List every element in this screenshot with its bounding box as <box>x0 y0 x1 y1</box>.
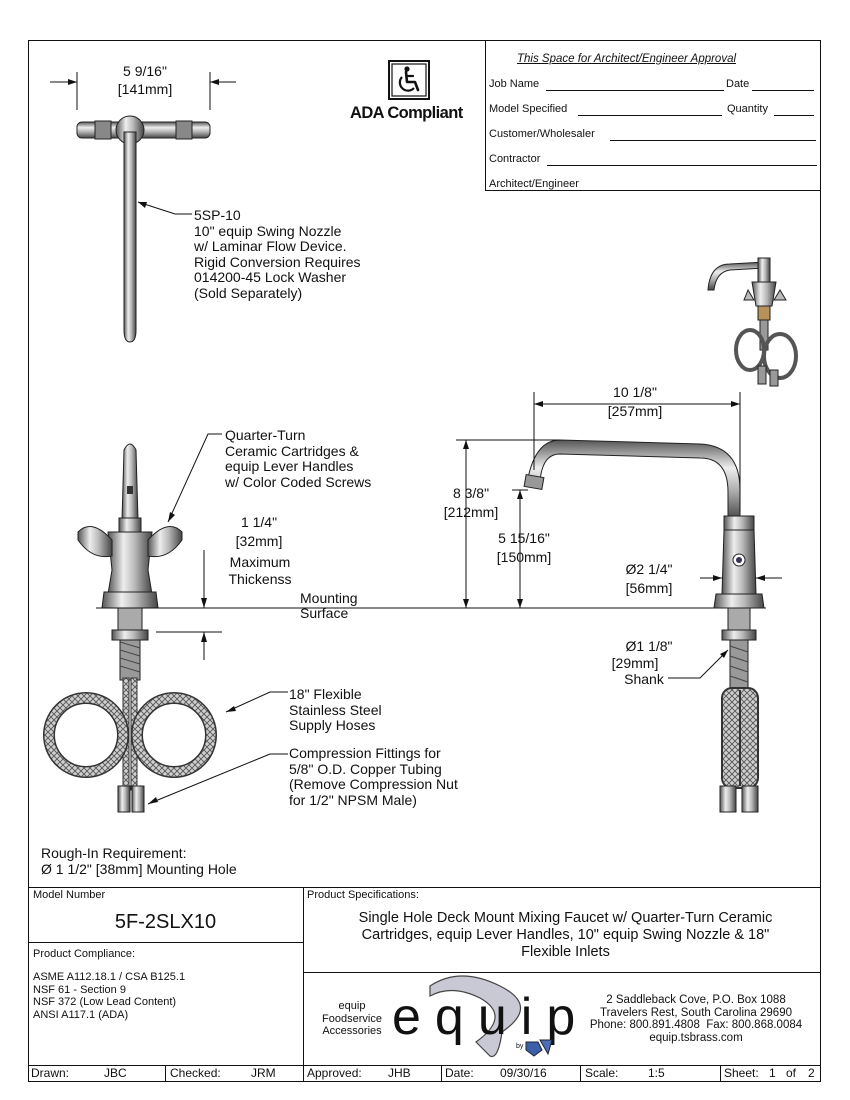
title-divider-brand <box>303 972 821 973</box>
customer-field[interactable] <box>610 140 816 141</box>
compliance-label: Product Compliance: <box>33 948 136 960</box>
drawn-value: JBC <box>104 1066 127 1080</box>
title-divider-v <box>303 887 304 1065</box>
specs-text: Single Hole Deck Mount Mixing Faucet w/ … <box>358 910 773 960</box>
logo-text: equip <box>392 988 589 1046</box>
logo-by: by <box>516 1043 524 1050</box>
approved-label: Approved: <box>307 1066 362 1080</box>
spout-in: 5 15/16" <box>498 530 550 546</box>
date-label: Date: <box>445 1066 474 1080</box>
top-width-in: 5 9/16" <box>123 63 167 79</box>
approval-box <box>485 40 821 191</box>
sheet-value: 1 <box>769 1066 776 1080</box>
approved-value: JHB <box>388 1066 411 1080</box>
quantity-field[interactable] <box>774 115 814 116</box>
checked-label: Checked: <box>170 1066 221 1080</box>
model-number-label: Model Number <box>33 889 106 901</box>
cartridge-note: Quarter-Turn Ceramic Cartridges & equip … <box>225 427 372 490</box>
address-block: 2 Saddleback Cove, P.O. Box 1088 Travele… <box>589 994 803 1044</box>
job-name-field[interactable] <box>546 90 724 91</box>
height-in: 8 3/8" <box>452 485 490 501</box>
ada-compliant-label: ADA Compliant <box>350 104 463 122</box>
approval-title: This Space for Architect/Engineer Approv… <box>517 53 737 65</box>
shank-label: Shank <box>624 671 664 687</box>
reach-mm: [257mm] <box>607 403 663 419</box>
mounting-surface-1: Mounting <box>300 590 358 606</box>
drawn-label: Drawn: <box>31 1066 70 1080</box>
nozzle-note: 5SP-10 10" equip Swing Nozzle w/ Laminar… <box>194 207 361 301</box>
thickness-in: 1 1/4" <box>240 514 278 530</box>
sheet-total: 2 <box>808 1066 815 1080</box>
top-view <box>50 72 236 343</box>
compliance-list: ASME A112.18.1 / CSA B125.1 NSF 61 - Sec… <box>33 971 186 1021</box>
architect-label: Architect/Engineer <box>489 178 579 190</box>
drawing-frame <box>28 40 821 1082</box>
top-width-mm: [141mm] <box>117 81 173 97</box>
footer-divider <box>303 1065 304 1081</box>
hoses-note: 18" Flexible Stainless Steel Supply Hose… <box>289 686 382 733</box>
wheelchair-icon <box>388 60 430 100</box>
sheet-label: Sheet: <box>724 1066 759 1080</box>
date-field[interactable] <box>752 90 814 91</box>
job-name-label: Job Name <box>489 78 540 90</box>
scale-label: Scale: <box>585 1066 619 1080</box>
spout-mm: [150mm] <box>496 549 552 565</box>
title-block <box>28 887 821 1082</box>
base-diameter-mm: [56mm] <box>625 580 673 596</box>
footer-divider <box>720 1065 721 1081</box>
title-divider-footer <box>28 1065 821 1066</box>
thickness-label-2: Thickenss <box>228 571 292 587</box>
footer-divider <box>165 1065 166 1081</box>
sheet-of-label: of <box>786 1066 797 1080</box>
mounting-surface-2: Surface <box>300 605 349 621</box>
height-mm: [212mm] <box>443 504 499 520</box>
rough-in-note: Rough-In Requirement: Ø 1 1/2" [38mm] Mo… <box>41 845 237 877</box>
footer-row: Drawn: JBC Checked: JRM Approved: JHB Da… <box>28 1065 821 1082</box>
specs-label: Product Specifications: <box>307 889 419 901</box>
title-divider-compliance <box>28 942 303 943</box>
front-view <box>43 433 288 813</box>
contractor-label: Contractor <box>489 153 541 165</box>
thickness-label-1: Maximum <box>229 554 291 570</box>
footer-divider <box>441 1065 442 1081</box>
model-number: 5F-2SLX10 <box>114 911 217 933</box>
reach-in: 10 1/8" <box>613 384 657 400</box>
footer-divider <box>580 1065 581 1081</box>
date-label: Date <box>726 78 750 90</box>
date-value: 09/30/16 <box>500 1066 547 1080</box>
checked-value: JRM <box>251 1066 276 1080</box>
thickness-mm: [32mm] <box>235 533 283 549</box>
quantity-label: Quantity <box>727 103 768 115</box>
model-specified-field[interactable] <box>578 115 722 116</box>
shank-diameter-in: Ø1 1/8" <box>625 638 673 654</box>
contractor-field[interactable] <box>547 165 817 166</box>
scale-value: 1:5 <box>648 1066 665 1080</box>
side-view <box>456 392 782 813</box>
brand-small-text: equip Foodservice Accessories <box>322 1000 382 1037</box>
base-diameter-in: Ø2 1/4" <box>625 561 673 577</box>
shank-diameter-mm: [29mm] <box>611 655 659 671</box>
model-specified-label: Model Specified <box>489 103 568 115</box>
faucet-thumbnail <box>707 257 798 387</box>
equip-logo: equip by <box>392 975 589 1058</box>
customer-label: Customer/Wholesaler <box>489 128 595 140</box>
fittings-note: Compression Fittings for 5/8" O.D. Coppe… <box>289 745 458 808</box>
